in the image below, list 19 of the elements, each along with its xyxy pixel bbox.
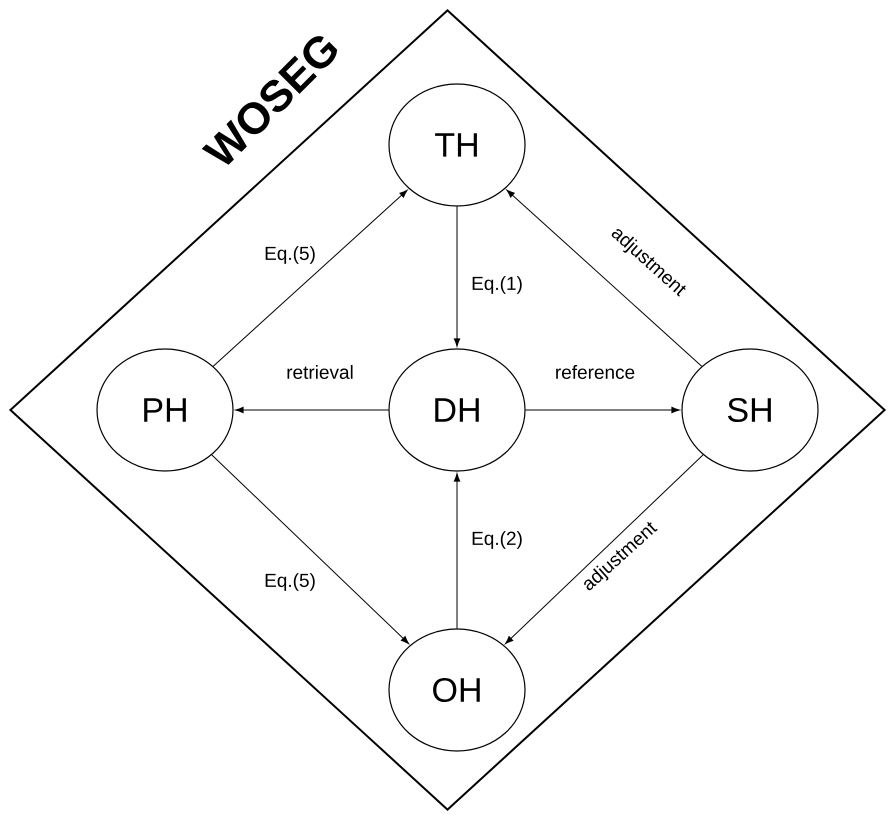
arrow	[505, 454, 704, 644]
ellipse-node: SH	[681, 348, 819, 472]
arrow	[525, 406, 680, 414]
arrow	[235, 406, 389, 414]
arrow	[506, 190, 702, 367]
arrow	[212, 190, 408, 367]
arrow	[454, 473, 460, 629]
edge-label: Eq.(1)	[470, 275, 524, 295]
edge-label: reference	[554, 364, 636, 380]
edge-label: Eq.(5)	[263, 245, 317, 265]
arrow	[454, 206, 460, 347]
ellipse-node: OH	[388, 628, 526, 752]
edge-label: retrieval	[285, 364, 355, 380]
edge-label: Eq.(2)	[470, 530, 524, 550]
ellipse-node: TH	[388, 83, 526, 207]
edge-label: Eq.(5)	[263, 572, 317, 592]
ellipse-node: DH	[388, 348, 526, 472]
arrow	[211, 454, 410, 644]
ellipse-node: PH	[96, 348, 234, 472]
